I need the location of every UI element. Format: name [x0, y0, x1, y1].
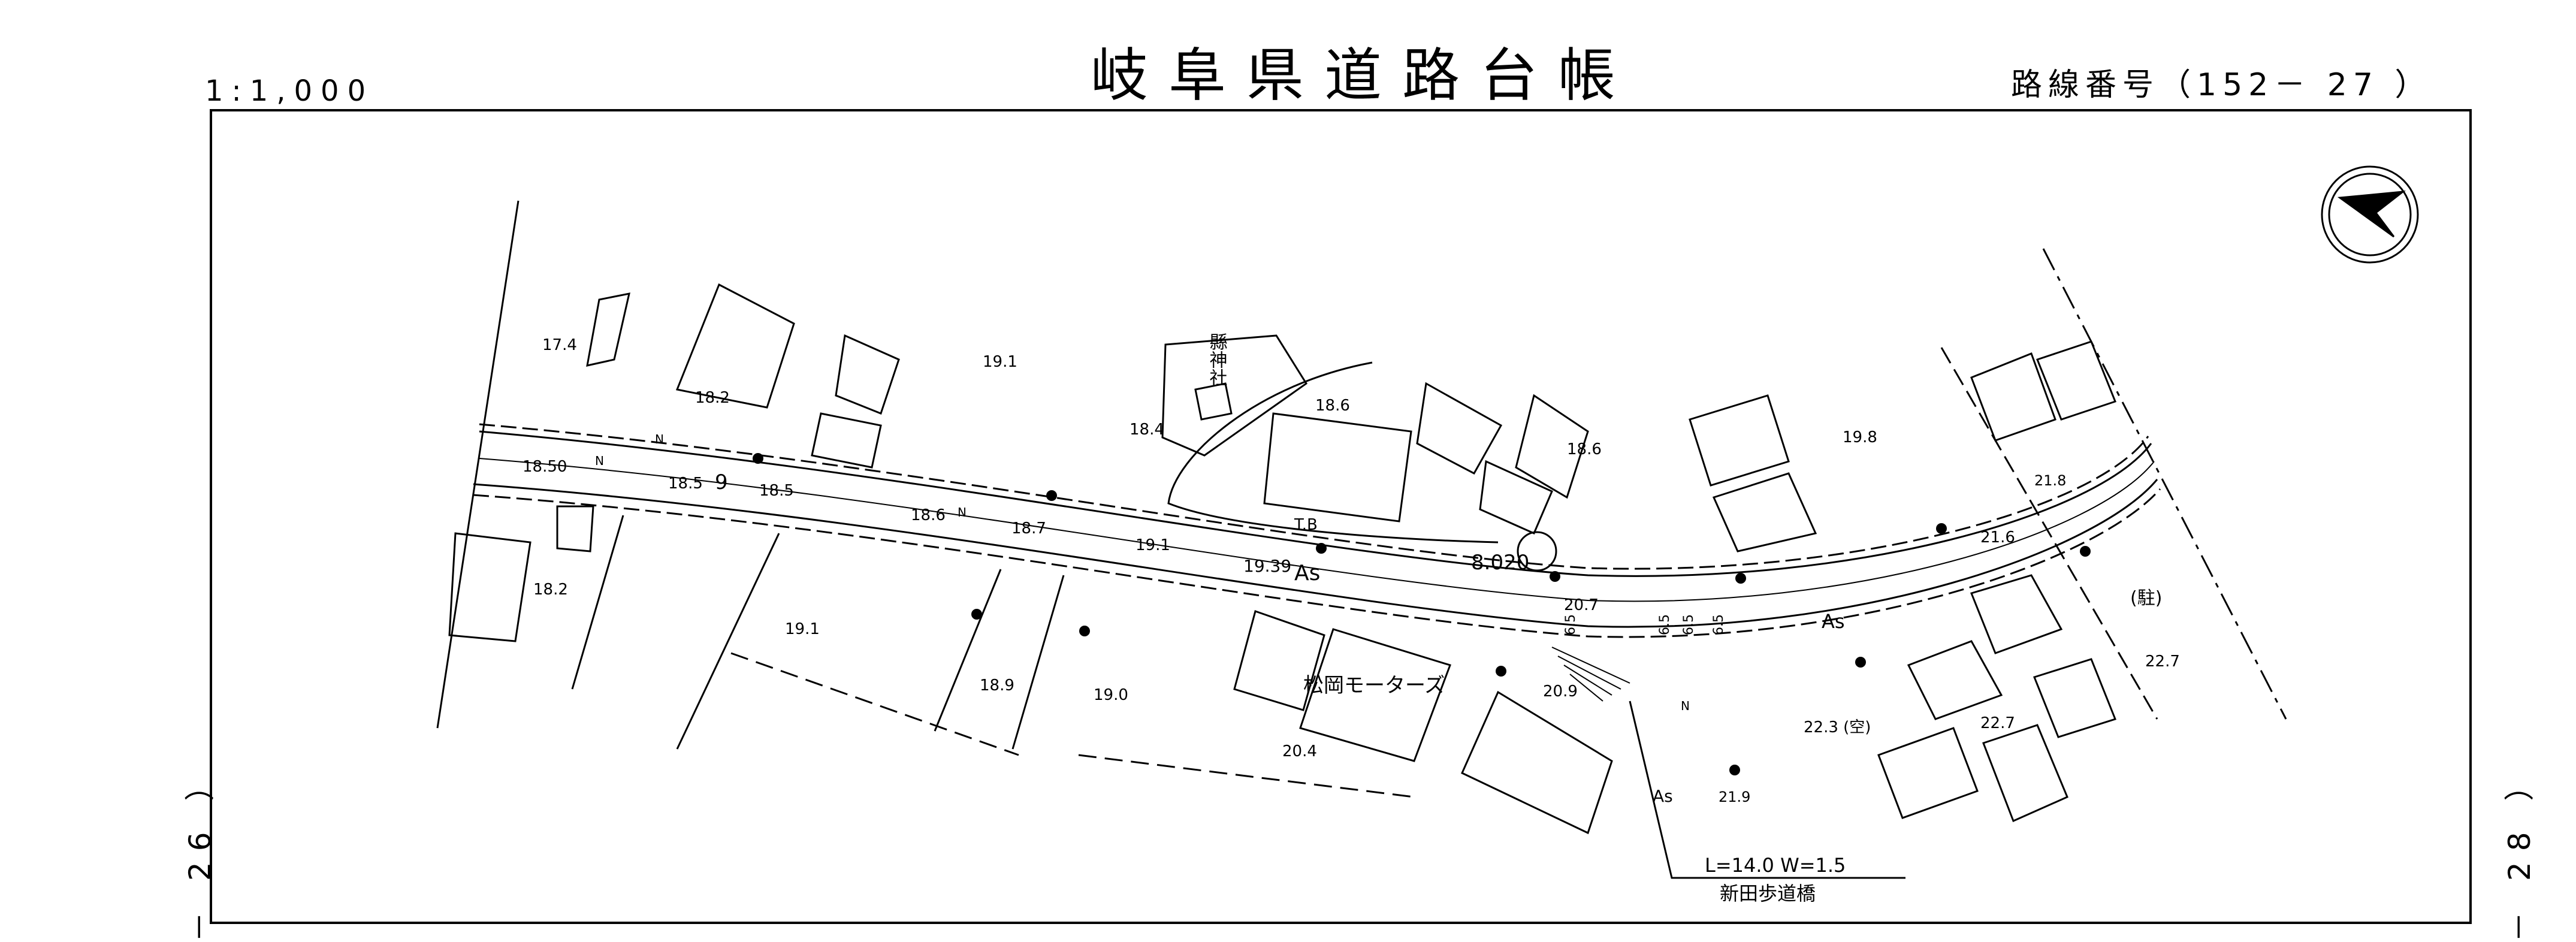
elevation-label: 22.7 [2145, 653, 2180, 671]
building [1416, 382, 1503, 475]
elevation-label: 22.3 (空) [1804, 718, 1871, 736]
building [1263, 412, 1412, 523]
road-edge-north [479, 430, 2152, 577]
asphalt-label: As [1822, 610, 1845, 633]
elevation-label: 18.5 [668, 475, 703, 493]
scale-label: 1:1,000 [205, 74, 375, 108]
elevation-label: 18.4 [1130, 421, 1164, 439]
building [1689, 394, 1790, 487]
north-mark: N [655, 432, 664, 446]
parking-label: (駐) [2130, 588, 2162, 609]
lot-line [571, 515, 624, 690]
width-label: 6.5 [1657, 614, 1672, 635]
building [675, 283, 795, 409]
elevation-label: 22.7 [1980, 714, 2015, 732]
elevation-label: 18.50 [523, 458, 567, 476]
bridge-leader [1629, 701, 1905, 879]
building [811, 412, 882, 469]
tb-label: T.B [1294, 516, 1318, 534]
asphalt-label: As [1653, 786, 1673, 806]
elevation-label: 19.0 [1094, 686, 1128, 704]
bridge-dimensions: L=14.0 W=1.5 [1705, 854, 1846, 877]
business-label: 松岡モーターズ [1303, 674, 1445, 698]
building [1970, 352, 2056, 442]
boundary-left [436, 200, 520, 729]
north-mark: N [1681, 699, 1690, 713]
building [556, 505, 594, 552]
lot-line [1011, 575, 1065, 750]
elevation-label: 17.4 [542, 336, 577, 354]
building [1461, 690, 1613, 835]
building [1299, 628, 1451, 762]
elevation-label: 18.5 [759, 482, 794, 500]
shrine-label: 縣神社 [1206, 333, 1228, 387]
building [1712, 472, 1817, 552]
width-label: 6.5 [1711, 614, 1726, 635]
shrine-outline [1161, 334, 1308, 457]
lot-line [1078, 754, 1415, 798]
elevation-label: 18.2 [533, 581, 568, 599]
north-arrow-icon [2321, 165, 2419, 264]
road-edge-south-outer [473, 488, 2161, 638]
width-label: 6.5 [1681, 614, 1696, 635]
elevation-label: 18.7 [1011, 520, 1046, 538]
building [835, 334, 900, 415]
building [1233, 610, 1325, 711]
building [1982, 724, 2068, 823]
building [448, 532, 531, 642]
lot-line [730, 652, 1019, 756]
elevation-label: 18.6 [911, 506, 946, 524]
elevation-label: 21.9 [1719, 789, 1750, 805]
elevation-label: 18.2 [695, 389, 730, 407]
elevation-label: 20.4 [1282, 742, 1317, 760]
asphalt-label: As [1294, 561, 1320, 585]
lot-line [934, 569, 1002, 732]
boundary-right [2042, 248, 2287, 720]
route-number: 路線番号（152－ 27 ） [2011, 67, 2432, 103]
elevation-label: 19.39 [1243, 556, 1291, 576]
shrine-lot [1167, 361, 1499, 544]
elevation-label: 19.8 [1843, 428, 1877, 446]
elevation-label: 20.7 [1564, 596, 1599, 614]
elevation-label: 21.8 [2034, 472, 2066, 489]
building [1970, 574, 2063, 654]
elevation-label: 18.9 [980, 677, 1014, 695]
elevation-label: 19.1 [983, 353, 1017, 371]
elevation-label: 19.1 [785, 620, 820, 638]
boundary-right-2 [1940, 347, 2158, 720]
north-arrow-pointer [2337, 191, 2406, 238]
spiral-stair[interactable] [1517, 531, 1557, 572]
building [2036, 340, 2116, 421]
building [1907, 640, 2003, 720]
north-mark: N [958, 505, 967, 520]
building [1479, 460, 1553, 535]
footbridge-stairs[interactable] [1551, 647, 1630, 702]
elevation-label: 21.6 [1980, 529, 2015, 547]
map-frame [210, 109, 2472, 924]
lot-line [676, 533, 780, 750]
width-label: 6.5 [1563, 614, 1578, 635]
elevation-label: 19.1 [1136, 536, 1170, 554]
road-edge-south [473, 479, 2158, 628]
building [1515, 394, 1589, 499]
sheet-title: 岐阜県道路台帳 [1091, 42, 1636, 109]
north-mark: N [595, 454, 604, 468]
north-arrow-inner [2328, 173, 2412, 256]
elevation-label: 8.020 [1471, 551, 1529, 575]
road-edge-north-outer [479, 423, 2149, 570]
road-centerline [479, 458, 2155, 602]
elevation-label: 18.6 [1567, 440, 1602, 458]
map-frame-bottom [210, 922, 2472, 924]
elevation-label: 9 [715, 470, 728, 494]
bridge-name: 新田歩道橋 [1720, 882, 1816, 905]
building [2033, 658, 2116, 738]
elevation-label: 20.9 [1543, 683, 1578, 701]
building [1877, 727, 1979, 819]
building [586, 292, 630, 367]
shrine-box [1194, 382, 1233, 421]
elevation-label: 18.6 [1315, 397, 1350, 415]
